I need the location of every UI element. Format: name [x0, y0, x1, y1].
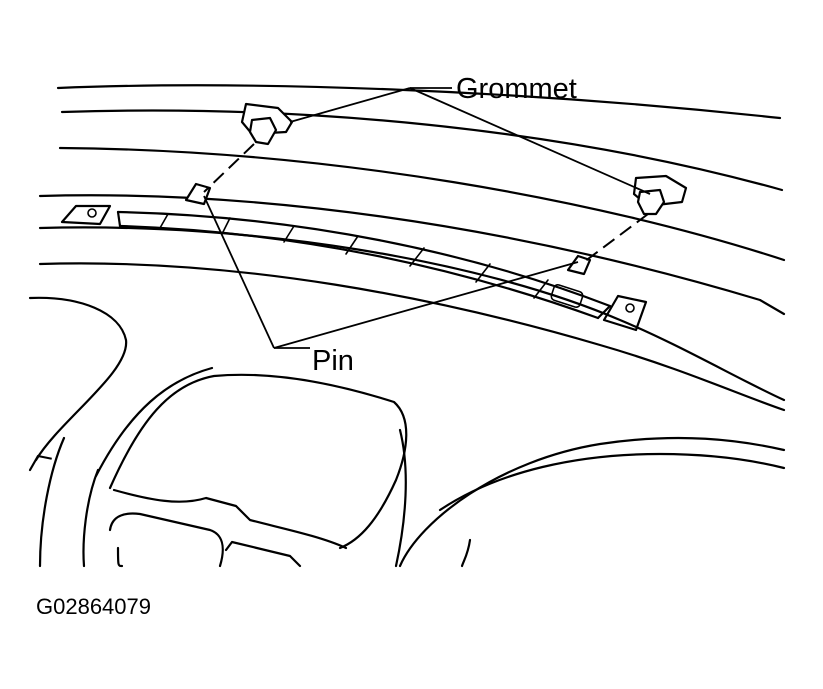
figure-id: G02864079	[36, 594, 151, 619]
windshield-edge-lines	[56, 84, 786, 262]
right-pin	[566, 254, 592, 276]
right-side-plate	[602, 294, 648, 332]
steering-wheel-arc	[394, 428, 786, 568]
left-grommet	[240, 102, 294, 146]
grommet-leaders	[289, 87, 651, 195]
pin-leaders	[203, 195, 579, 349]
grommet-label: Grommet	[456, 73, 577, 105]
right-grommet	[632, 174, 688, 216]
assembly-lines	[203, 143, 649, 263]
instrument-cluster-hood	[28, 296, 408, 568]
gauge-openings	[108, 512, 302, 568]
left-pin	[184, 182, 212, 206]
left-side-plate	[60, 204, 112, 226]
pin-label: Pin	[312, 345, 354, 377]
dash-edge-marks	[37, 455, 59, 461]
defroster-vent	[116, 210, 612, 320]
